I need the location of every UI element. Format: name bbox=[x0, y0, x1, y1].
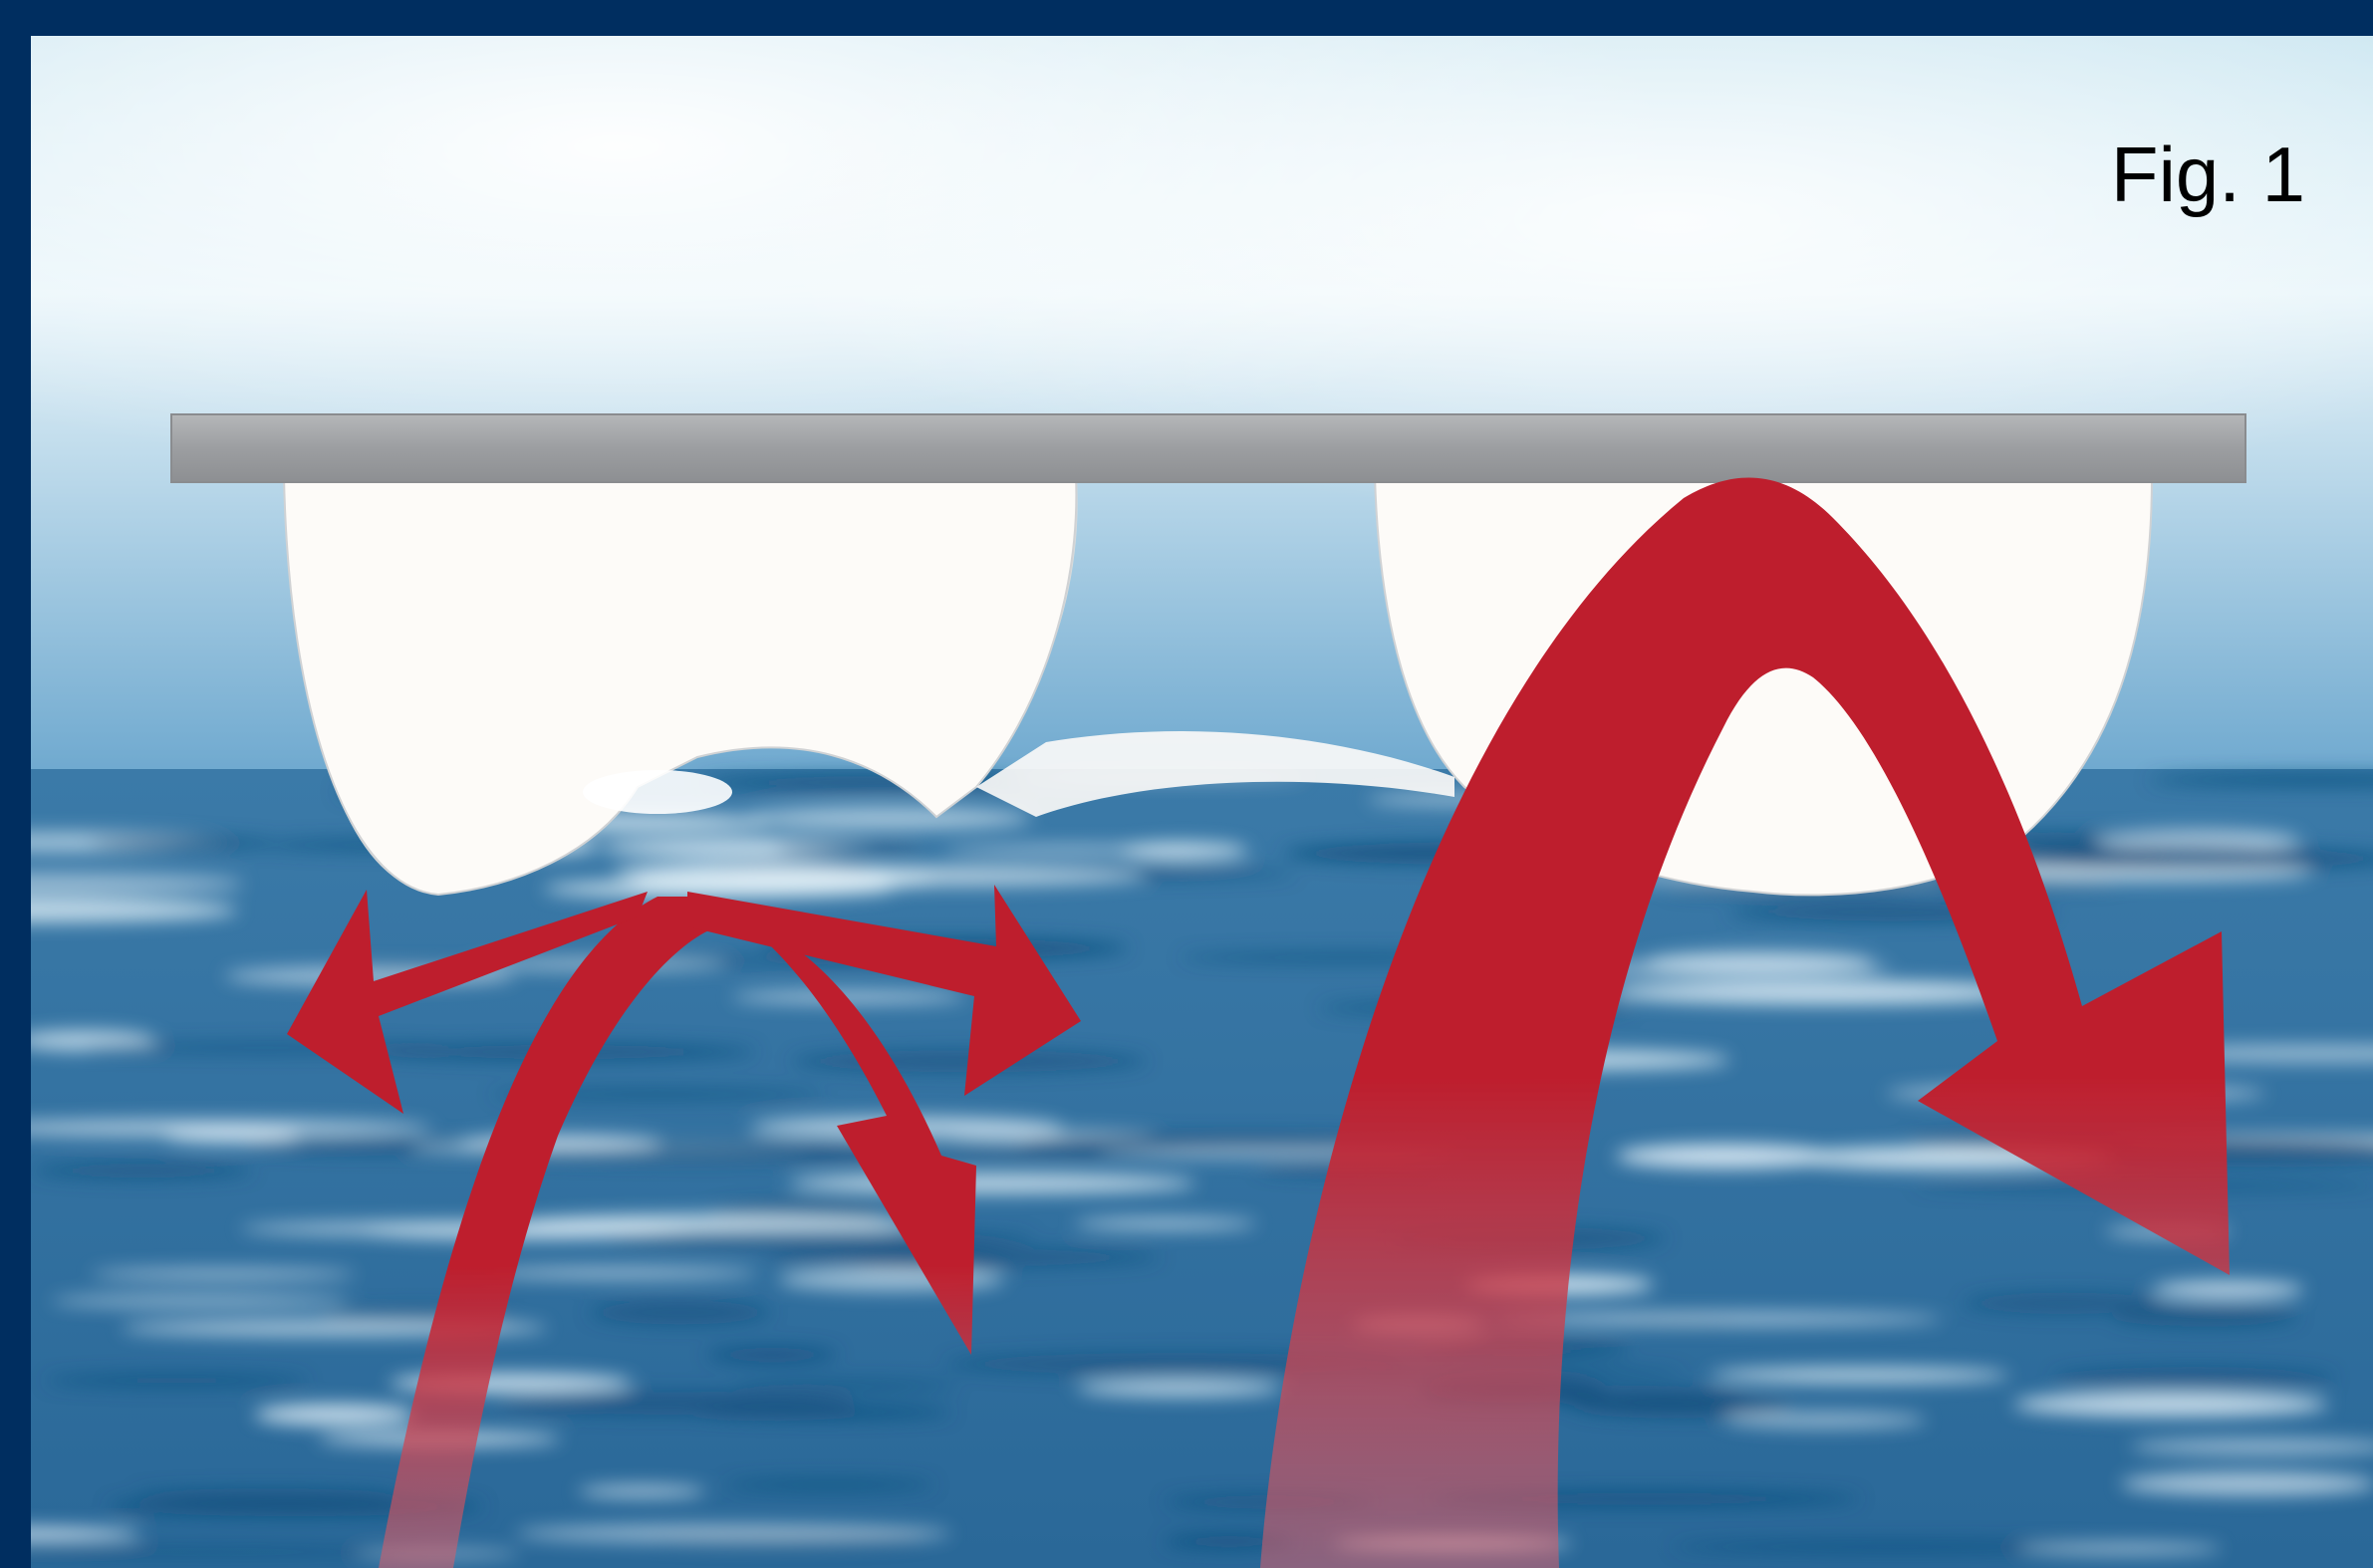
wave-ripple bbox=[2152, 1281, 2303, 1299]
wave-ripple bbox=[91, 1269, 355, 1279]
wave-ripple bbox=[7, 1547, 422, 1556]
wave-ripple bbox=[46, 1374, 308, 1387]
wave-ripple bbox=[240, 1222, 660, 1235]
wave-ripple bbox=[51, 1295, 349, 1307]
wave-ripple bbox=[84, 1043, 449, 1054]
wave-ripple bbox=[2013, 1393, 2328, 1417]
wave-ripple bbox=[516, 1524, 952, 1543]
wave-ripple bbox=[578, 1486, 706, 1496]
wave-ripple bbox=[789, 1174, 1196, 1193]
wave-ripple bbox=[497, 1392, 855, 1415]
wave-ripple bbox=[2019, 1543, 2221, 1554]
wave-ripple bbox=[744, 806, 1031, 830]
wave-ripple bbox=[33, 1163, 253, 1178]
wave-ripple bbox=[1710, 1368, 2009, 1383]
wave-ripple bbox=[1074, 1219, 1256, 1228]
wave-ripple bbox=[1609, 981, 2036, 1004]
wave-ripple bbox=[707, 1347, 837, 1363]
wave-ripple bbox=[88, 837, 274, 850]
wave-ripple bbox=[479, 1268, 758, 1279]
wave-ripple bbox=[2112, 1306, 2297, 1326]
wave-ripple bbox=[775, 843, 923, 853]
wave-ripple bbox=[732, 1381, 956, 1391]
wave-ripple bbox=[2120, 1472, 2373, 1495]
wave-ripple bbox=[725, 1479, 933, 1491]
figure-label: Fig. 1 bbox=[2111, 130, 2305, 220]
gray-plate bbox=[171, 414, 2245, 482]
wave-ripple bbox=[1076, 1380, 1282, 1397]
wave-ripple bbox=[590, 1301, 770, 1325]
wave-ripple bbox=[1118, 843, 1248, 860]
wave-ripple bbox=[1723, 1412, 1926, 1428]
wave-ripple bbox=[254, 1404, 416, 1426]
wave-ripple bbox=[543, 879, 893, 898]
wave-ripple bbox=[2053, 1367, 2334, 1389]
